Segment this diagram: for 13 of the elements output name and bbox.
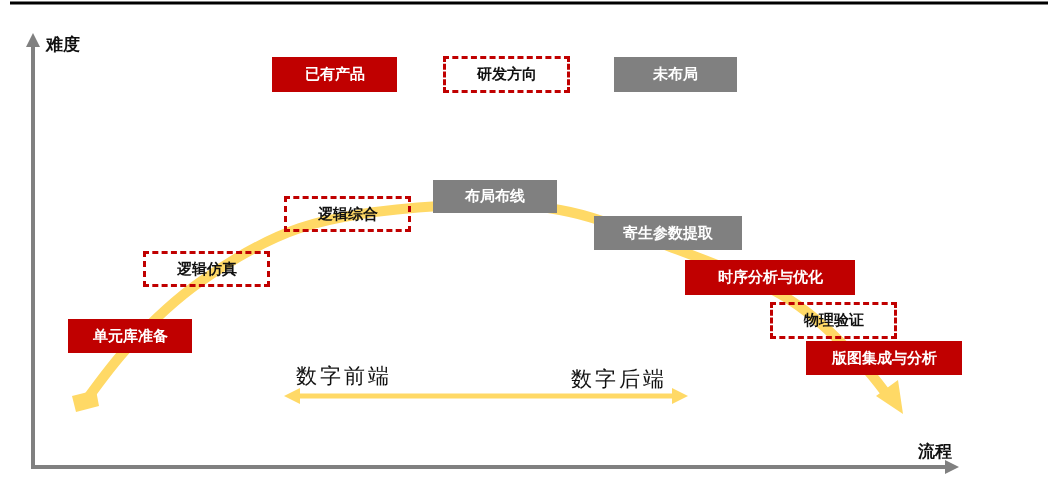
axis-label: 流程	[918, 440, 952, 463]
phase-label: 数字前端	[296, 363, 392, 390]
process-box: 逻辑仿真	[143, 251, 270, 287]
process-box: 时序分析与优化	[685, 260, 855, 295]
legend-dashed-box: 研发方向	[443, 56, 570, 93]
process-box: 版图集成与分析	[806, 341, 962, 375]
legend-swatch: 已有产品	[272, 57, 397, 92]
process-box: 寄生参数提取	[594, 216, 742, 250]
axis-label: 难度	[46, 33, 80, 56]
process-box: 单元库准备	[68, 319, 192, 353]
legend-swatch: 未布局	[614, 57, 737, 92]
phase-label: 数字后端	[571, 366, 667, 393]
process-box: 布局布线	[433, 180, 557, 213]
